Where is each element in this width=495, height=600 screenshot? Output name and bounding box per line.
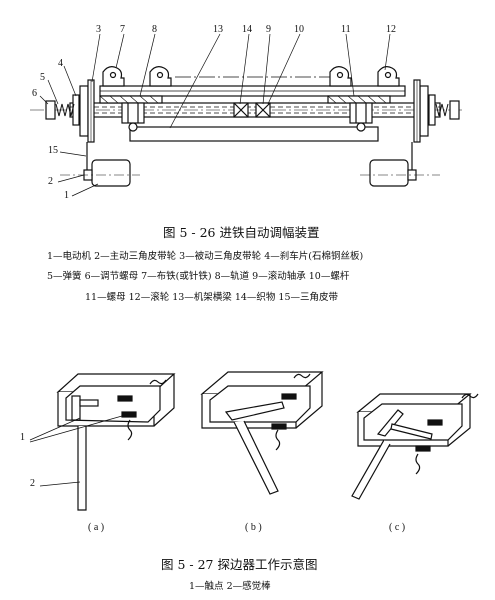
fig27-caption: 图 5 - 27 探边器工作示意图 — [161, 557, 318, 572]
brake-pad-right — [428, 94, 436, 126]
label-2: 2 — [48, 176, 53, 187]
label-9: 9 — [266, 24, 271, 35]
clip-right-2 — [377, 66, 400, 87]
fig27-legend: 1—触点 2—感觉棒 — [189, 581, 271, 592]
fig27-label-2: 2 — [30, 478, 35, 489]
sub-a: ( a ) — [88, 522, 105, 533]
fig26-legend-line-1: 1—电动机 2—主动三角皮带轮 3—被动三角皮带轮 4—刹车片(石棉铜丝板) — [47, 251, 364, 262]
adjust-nut-left — [45, 100, 56, 120]
spring-right — [435, 103, 449, 117]
motor-right — [360, 159, 440, 187]
detector-a — [56, 373, 176, 511]
detector-b — [200, 371, 324, 495]
label-5: 5 — [40, 72, 45, 83]
clip-left-2 — [149, 66, 172, 87]
sub-c: ( c ) — [389, 522, 406, 533]
label-11: 11 — [341, 24, 351, 35]
clip-right-1 — [329, 66, 352, 87]
bearing-left — [233, 102, 249, 118]
label-7: 7 — [120, 24, 125, 35]
sub-b: ( b ) — [245, 522, 262, 533]
motor-left — [60, 159, 140, 187]
carriage-right — [327, 95, 391, 132]
label-14: 14 — [242, 24, 252, 35]
leader-lines — [39, 33, 391, 197]
carriage-left — [99, 95, 163, 132]
driven-pulley-left — [79, 79, 95, 143]
label-3: 3 — [96, 24, 101, 35]
fig27-leaders — [29, 415, 123, 487]
label-10: 10 — [294, 24, 304, 35]
spring-left — [55, 103, 75, 117]
fig26-legend-line-3: 11—螺母 12—滚轮 13—机架横梁 14—织物 15—三角皮带 — [85, 292, 339, 303]
fig26-legend-line-2: 5—弹簧 6—调节螺母 7—布铁(或针铁) 8—轨道 9—滚动轴承 10—螺杆 — [47, 271, 350, 282]
clip-left-1 — [102, 66, 125, 87]
label-15: 15 — [48, 145, 58, 156]
fig26-caption: 图 5 - 26 进铁自动调幅装置 — [163, 225, 320, 240]
frame-beam — [129, 126, 379, 142]
detector-c — [351, 393, 479, 500]
label-13: 13 — [213, 24, 223, 35]
fig27-label-1: 1 — [20, 432, 25, 443]
label-1: 1 — [64, 190, 69, 201]
label-6: 6 — [32, 88, 37, 99]
label-12: 12 — [386, 24, 396, 35]
label-8: 8 — [152, 24, 157, 35]
adjust-nut-right — [449, 100, 460, 120]
driven-pulley-right — [413, 79, 429, 143]
label-4: 4 — [58, 58, 63, 69]
